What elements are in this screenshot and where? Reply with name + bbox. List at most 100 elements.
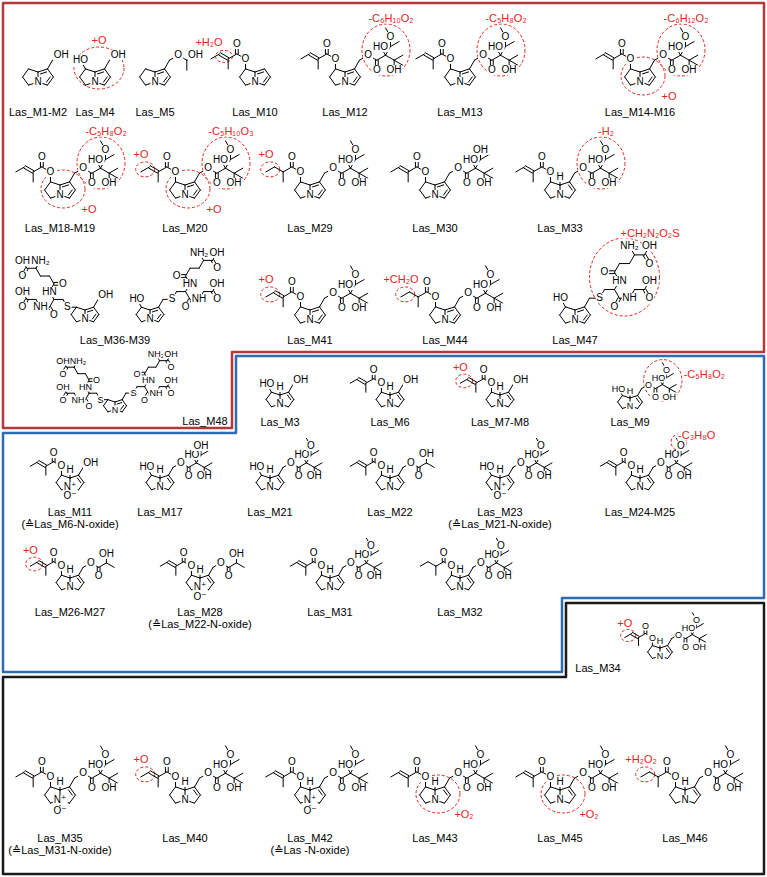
- bond-line: [266, 772, 275, 777]
- atom-label: S: [129, 389, 137, 398]
- atom-label: O: [578, 163, 588, 173]
- atom-label: O: [587, 783, 597, 793]
- atom-label: O: [463, 288, 473, 298]
- atom-label: O: [296, 167, 306, 177]
- bond-line: [339, 583, 344, 590]
- atom-label: NH₂: [69, 356, 88, 365]
- atom-label: HO: [72, 55, 89, 65]
- bond-line: [283, 772, 292, 777]
- double-bond-line: [399, 168, 408, 173]
- ring-double-bond: [507, 395, 510, 400]
- bond-line: [78, 373, 86, 374]
- compound-name: Las_M46: [662, 832, 707, 844]
- bond-line: [494, 293, 503, 298]
- atom-label: O: [681, 32, 691, 42]
- bond-line: [451, 575, 460, 578]
- bond-line: [366, 379, 374, 384]
- compound-name: Las_M32: [437, 606, 482, 618]
- atom-label: HN: [78, 382, 93, 391]
- atom-label: O: [85, 402, 94, 411]
- atom-label: OH: [163, 376, 179, 385]
- bond-line: [445, 190, 451, 198]
- atom-label: O: [354, 571, 364, 581]
- double-bond-line: [524, 773, 533, 778]
- atom-label: N: [555, 190, 564, 200]
- bond-line: [616, 462, 624, 467]
- compound-name: Las_M9: [610, 416, 649, 428]
- atom-label: OH: [641, 241, 658, 251]
- atom-label: HO: [462, 155, 479, 165]
- bond-line: [320, 298, 325, 307]
- bond-line: [399, 400, 404, 407]
- bond-line: [516, 772, 525, 777]
- bond-line: [622, 396, 630, 398]
- bond-line: [186, 268, 191, 276]
- atom-label: NH: [621, 293, 637, 303]
- atom-label: S: [168, 294, 177, 304]
- bond-line: [320, 795, 326, 803]
- atom-label: O: [203, 163, 213, 173]
- atom-label: O: [386, 32, 396, 42]
- compound-name: Las_M6: [370, 416, 409, 428]
- bond-line: [217, 773, 226, 778]
- bond-line: [209, 567, 213, 575]
- atom-label: NH₂: [30, 256, 50, 266]
- ring-double-bond: [397, 478, 400, 483]
- bond-line: [670, 787, 676, 795]
- bond-line: [672, 55, 681, 60]
- compound-name: Las_M42: [287, 832, 332, 844]
- bond-line: [136, 307, 141, 314]
- bond-line: [615, 290, 620, 299]
- atom-label: O: [78, 163, 88, 173]
- ring-double-bond: [258, 72, 264, 74]
- atom-label: OH: [472, 145, 489, 155]
- atom-label: HO: [552, 293, 569, 303]
- modification-note: +O: [81, 204, 98, 215]
- compound-name: Las_M3: [260, 416, 299, 428]
- bond-line: [560, 315, 566, 323]
- bond-line: [186, 292, 191, 300]
- bond-line: [649, 483, 654, 490]
- modification-note: -H₂: [597, 125, 615, 136]
- modification-note: -C₅H₈O₂: [484, 12, 527, 23]
- bond-line: [435, 787, 445, 790]
- double-bond-line: [399, 773, 408, 778]
- bond-line: [491, 392, 500, 395]
- atom-label: HO: [212, 760, 229, 770]
- group-border: [3, 3, 764, 428]
- bond-line: [105, 155, 114, 160]
- compound-name: Las_M47: [552, 334, 597, 346]
- bond-line: [283, 167, 292, 172]
- atom-label: O: [667, 65, 677, 75]
- bond-line: [469, 583, 474, 590]
- bond-line: [100, 168, 109, 173]
- atom-label: OH: [351, 303, 368, 313]
- bond-line: [79, 567, 83, 575]
- bond-line: [230, 760, 239, 765]
- bond-line: [350, 379, 358, 384]
- bond-line: [509, 467, 513, 475]
- bond-line: [545, 182, 551, 190]
- atom-label: O⁻: [62, 491, 77, 501]
- atom-label: O: [322, 39, 332, 49]
- bond-line: [48, 77, 54, 85]
- bond-line: [467, 773, 476, 778]
- bond-line: [486, 483, 491, 490]
- atom-label: O: [296, 772, 306, 782]
- bond-line: [399, 467, 403, 475]
- atom-label: O: [46, 772, 56, 782]
- bond-line: [445, 307, 455, 310]
- atom-label: HO: [462, 760, 479, 770]
- compound-note: (≙Las_M31-N-oxide): [8, 844, 111, 856]
- compound-name: Las_M30: [412, 222, 457, 234]
- atom-label: O: [372, 65, 382, 75]
- bond-line: [60, 182, 70, 185]
- bond-line: [631, 475, 640, 478]
- ring-double-bond: [46, 77, 50, 82]
- atom-label: N: [265, 482, 274, 492]
- bond-line: [484, 773, 493, 778]
- atom-label: HO: [651, 373, 667, 382]
- double-bond-line: [37, 463, 45, 468]
- atom-label: HO: [611, 384, 627, 393]
- compound-name: Las_M7-M8: [471, 416, 529, 428]
